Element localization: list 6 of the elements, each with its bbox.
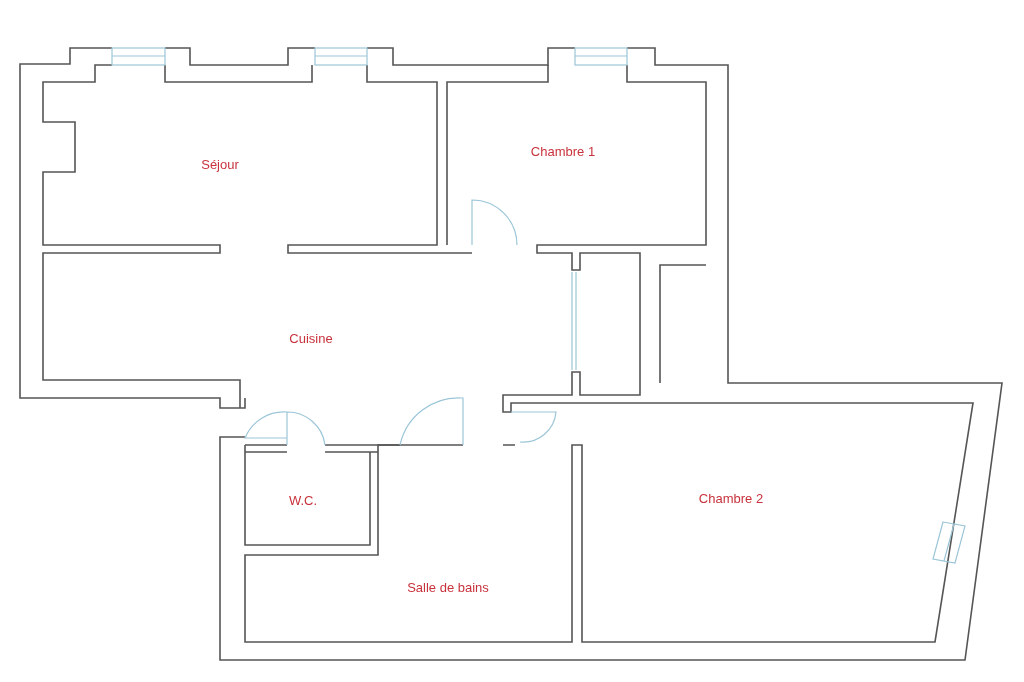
- room-label: Salle de bains: [407, 579, 489, 595]
- room-label: Cuisine: [289, 330, 333, 346]
- room-label: W.C.: [288, 492, 318, 508]
- room-label: Chambre 2: [698, 490, 764, 506]
- room-label: Séjour: [201, 156, 239, 172]
- room-label: Chambre 1: [530, 143, 596, 159]
